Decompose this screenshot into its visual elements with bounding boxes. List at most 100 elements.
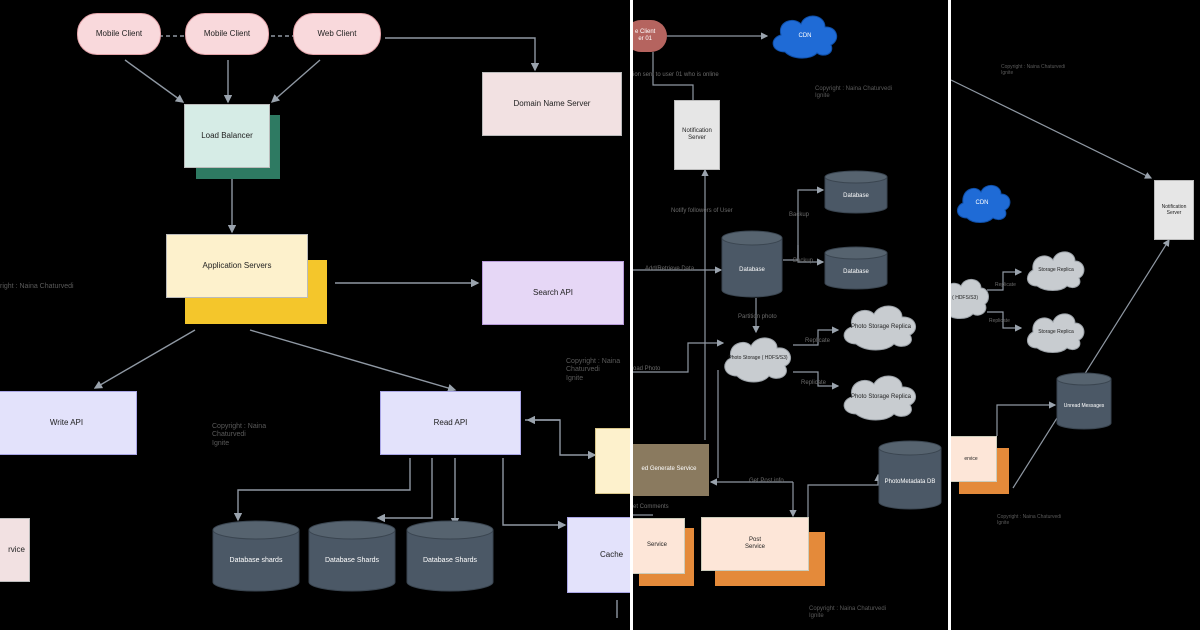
post-service-node: Post Service: [701, 517, 809, 571]
read-api-node: Read API: [380, 391, 521, 455]
edge-read-db2: [376, 458, 433, 523]
domain-name-server-node: Domain Name Server: [482, 72, 622, 136]
cdn-cloud-shape: [772, 15, 838, 59]
edge-read-db1: [233, 458, 411, 522]
photo-replica-1-label: Photo Storage Replica: [850, 324, 912, 330]
edge-replicate-1: [793, 326, 840, 346]
database-backup-1-shape: [824, 170, 888, 214]
edge-service-notification: [1012, 238, 1170, 489]
label-upload-photo: oad Photo: [633, 366, 661, 372]
storage-replica-1-label: Storage Replica: [1038, 267, 1074, 273]
database-shards-3-label: Database Shards: [422, 556, 478, 564]
edge-service-unread: [996, 401, 1057, 436]
database-shards-1-label: Database shards: [229, 556, 283, 564]
write-api-node: Write API: [0, 391, 137, 455]
cdn-label: CDN: [798, 33, 812, 39]
watermark-bottom: Copyright : Naina Chaturvedi Ignite: [997, 514, 1062, 526]
label-sent-to-user: ion sent to user 01 who is online: [633, 72, 719, 78]
mobile-client-node: Mobile Client: [185, 13, 269, 55]
service-node: ervice: [951, 436, 997, 482]
label-get-post: Get Post info: [749, 478, 784, 484]
label-replicate-1: Replicate: [805, 338, 831, 344]
edge-web-lb: [270, 59, 321, 103]
edge-app-read: [249, 329, 457, 393]
edge-app-write: [93, 329, 196, 389]
database-main-label: Database: [739, 267, 765, 273]
unread-messages-shape: [1056, 372, 1112, 430]
watermark-center: Copyright : Naina Chaturvedi Ignite: [212, 423, 267, 447]
watermark-right: Copyright : Naina Chaturvedi Ignite: [566, 358, 621, 382]
database-shards-2-shape: [308, 520, 396, 592]
unread-messages-label: Unread Messages: [1063, 403, 1105, 409]
edge-client-notification: [652, 52, 694, 100]
edge-to-notification: [951, 79, 1153, 179]
web-client-node: Web Client: [293, 13, 381, 55]
storage-replica-1-cloud-shape: [1027, 251, 1085, 291]
panel-divider-2: [948, 0, 951, 630]
edge-replicate-2: [793, 371, 840, 390]
photo-replica-1-cloud-shape: [843, 305, 917, 351]
panel1-connectors: [93, 35, 618, 618]
left-service-node: rvice: [0, 518, 30, 582]
watermark-top: Copyright : Naina Chaturvedi Ignite: [815, 86, 893, 100]
hdfs-label: e ( HDFS/S3): [951, 295, 978, 301]
panel2-connectors: [633, 32, 882, 518]
label-backup-1: Backup: [789, 212, 810, 218]
label-partition: Partition photo: [738, 314, 777, 320]
left-service-node: Service: [633, 518, 685, 574]
panel-divider-1: [630, 0, 633, 630]
database-backup-2-label: Database: [843, 269, 869, 275]
database-shards-1-shape: [212, 520, 300, 592]
storage-replica-2-cloud-shape: [1027, 313, 1085, 353]
photo-storage-label: Photo Storage ( HDFS/S3): [728, 355, 788, 361]
label-backup-2: Backup: [793, 258, 814, 264]
edge-mobile1-lb: [124, 59, 185, 103]
database-backup-1-label: Database: [843, 193, 869, 199]
load-balancer-node: Load Balancer: [184, 104, 270, 168]
cache-node: Cache: [567, 517, 630, 593]
panel-system-design-2: e Client er 01 CDN Notification Server D…: [633, 0, 948, 630]
hdfs-cloud-shape: [951, 279, 989, 319]
panel-system-design-1: Mobile Client Mobile Client Web Client D…: [0, 13, 630, 618]
notification-server-node: Notification Server: [1154, 180, 1194, 240]
edge-read-cache: [502, 458, 567, 530]
photo-replica-2-cloud-shape: [843, 375, 917, 421]
edge-backup-1: [783, 186, 825, 261]
generate-service-node: ed Generate Service: [633, 444, 709, 496]
panel3-connectors: [951, 79, 1170, 489]
database-main-shape: [721, 230, 783, 298]
label-notify-followers: Notify followers of User: [671, 208, 733, 214]
storage-replica-2-label: Storage Replica: [1038, 329, 1074, 335]
watermark-left: right : Naina Chaturvedi: [0, 283, 74, 290]
database-backup-2-shape: [824, 246, 888, 290]
label-add-retrieve: Add/Retrieve Data: [645, 266, 695, 272]
database-shards-3-shape: [406, 520, 494, 592]
edge-post-metadata: [807, 473, 882, 518]
label-replicate-2: Replicate: [989, 318, 1010, 324]
side-box-node: [595, 428, 630, 494]
edge-read-side: [525, 419, 597, 460]
photo-storage-cloud-shape: [724, 337, 792, 383]
cdn-cloud-shape: [957, 185, 1011, 223]
photo-replica-2-label: Photo Storage Replica: [850, 394, 912, 400]
watermark-top: Copyright : Naina Chaturvedi Ignite: [1001, 64, 1066, 76]
edge-web-dns: [385, 37, 540, 72]
edge-replicate-1: [987, 268, 1023, 291]
application-servers-node: Application Servers: [166, 234, 308, 298]
search-api-node: Search API: [482, 261, 624, 325]
panel-system-design-3: CDN Notification Server e ( HDFS/S3) Sto…: [951, 0, 1200, 630]
mobile-client-node: Mobile Client: [77, 13, 161, 55]
label-comments: et Comments: [633, 504, 669, 510]
photometadata-db-shape: [878, 440, 942, 510]
database-shards-2-label: Database Shards: [324, 556, 380, 564]
label-replicate-1: Replicate: [995, 282, 1016, 288]
label-replicate-2: Replicate: [801, 380, 827, 386]
edge-backup-2: [797, 245, 825, 266]
edge-upload: [633, 339, 725, 373]
watermark-bottom: Copyright : Naina Chaturvedi Ignite: [809, 606, 887, 620]
client-node: e Client er 01: [633, 20, 667, 52]
notification-server-node: Notification Server: [674, 100, 720, 170]
edge-replicate-2: [987, 311, 1023, 332]
cdn-label: CDN: [975, 200, 989, 206]
photometadata-db-label: PhotoMetadata DB: [884, 479, 936, 485]
